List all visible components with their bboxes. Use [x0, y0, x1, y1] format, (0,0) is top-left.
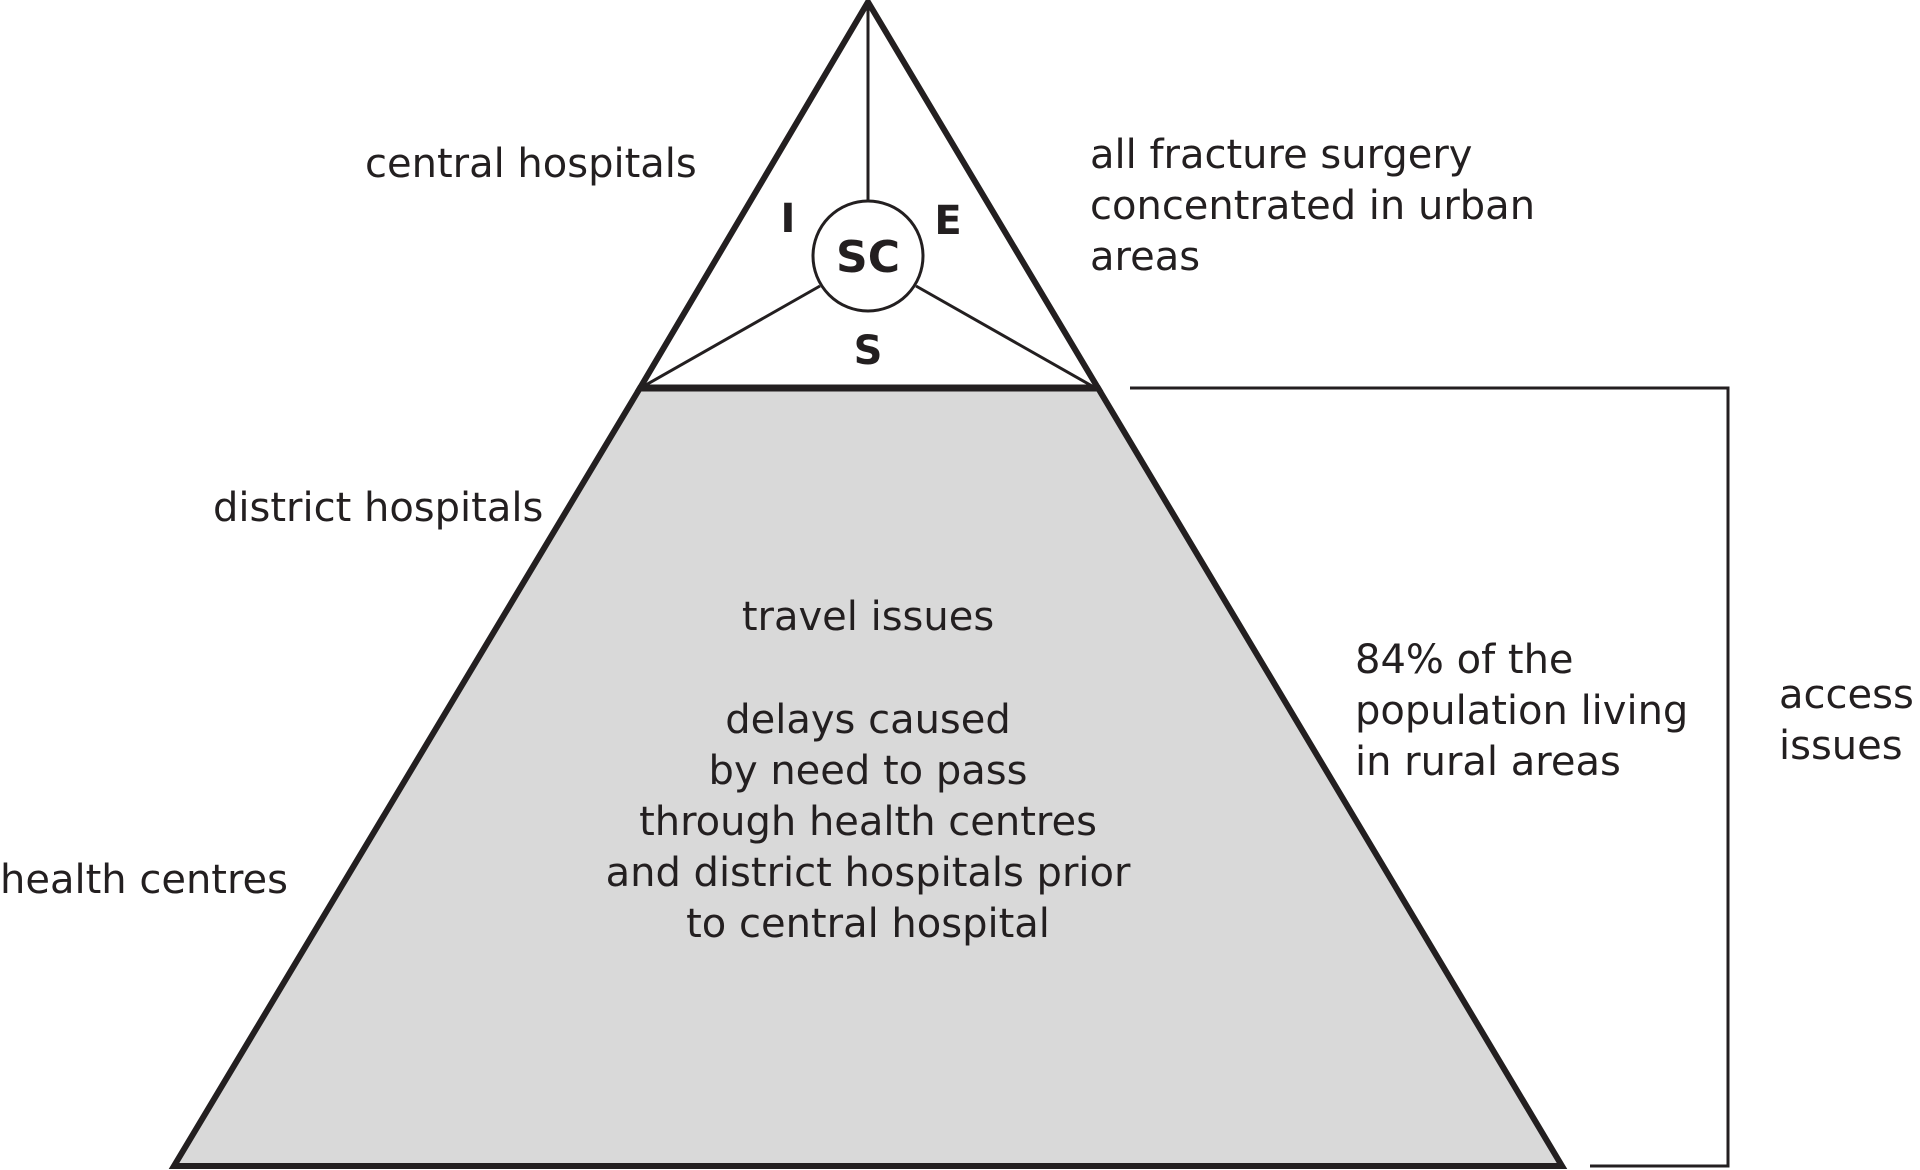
rural-note-line: in rural areas: [1355, 739, 1621, 785]
urban-note-line: areas: [1090, 234, 1200, 280]
urban-note-line: concentrated in urban: [1090, 183, 1535, 229]
delay-text-line: delays caused: [725, 697, 1011, 743]
spoke-right: [915, 284, 1093, 388]
access-label-line: access: [1779, 672, 1914, 718]
rural-note-line: 84% of the: [1355, 637, 1574, 683]
urban-surgery-note: all fracture surgery concentrated in urb…: [1090, 132, 1535, 280]
travel-issues-heading: travel issues: [742, 594, 994, 640]
sc-label: SC: [836, 232, 900, 283]
urban-note-line: all fracture surgery: [1090, 132, 1472, 178]
delay-text-line: to central hospital: [686, 901, 1050, 947]
access-bracket: [1130, 386, 1730, 1168]
delay-text-line: through health centres: [639, 799, 1097, 845]
delay-text-line: and district hospitals prior: [606, 850, 1131, 896]
tier-label-district: district hospitals: [213, 485, 543, 531]
apex-letter-left: I: [781, 196, 796, 242]
rural-note-line: population living: [1355, 688, 1688, 734]
tier-label-health: health centres: [0, 857, 288, 903]
tier-label-central: central hospitals: [365, 141, 697, 187]
sc-circle: [811, 199, 925, 313]
apex-letter-bottom: S: [854, 328, 883, 374]
access-issues-label: access issues: [1779, 672, 1914, 769]
spoke-left: [643, 284, 821, 388]
delay-text-line: by need to pass: [709, 748, 1028, 794]
apex-letter-right: E: [934, 198, 961, 244]
travel-issues-text: travel issues delays caused by need to p…: [606, 594, 1131, 947]
rural-population-note: 84% of the population living in rural ar…: [1355, 637, 1688, 785]
access-label-line: issues: [1779, 723, 1903, 769]
